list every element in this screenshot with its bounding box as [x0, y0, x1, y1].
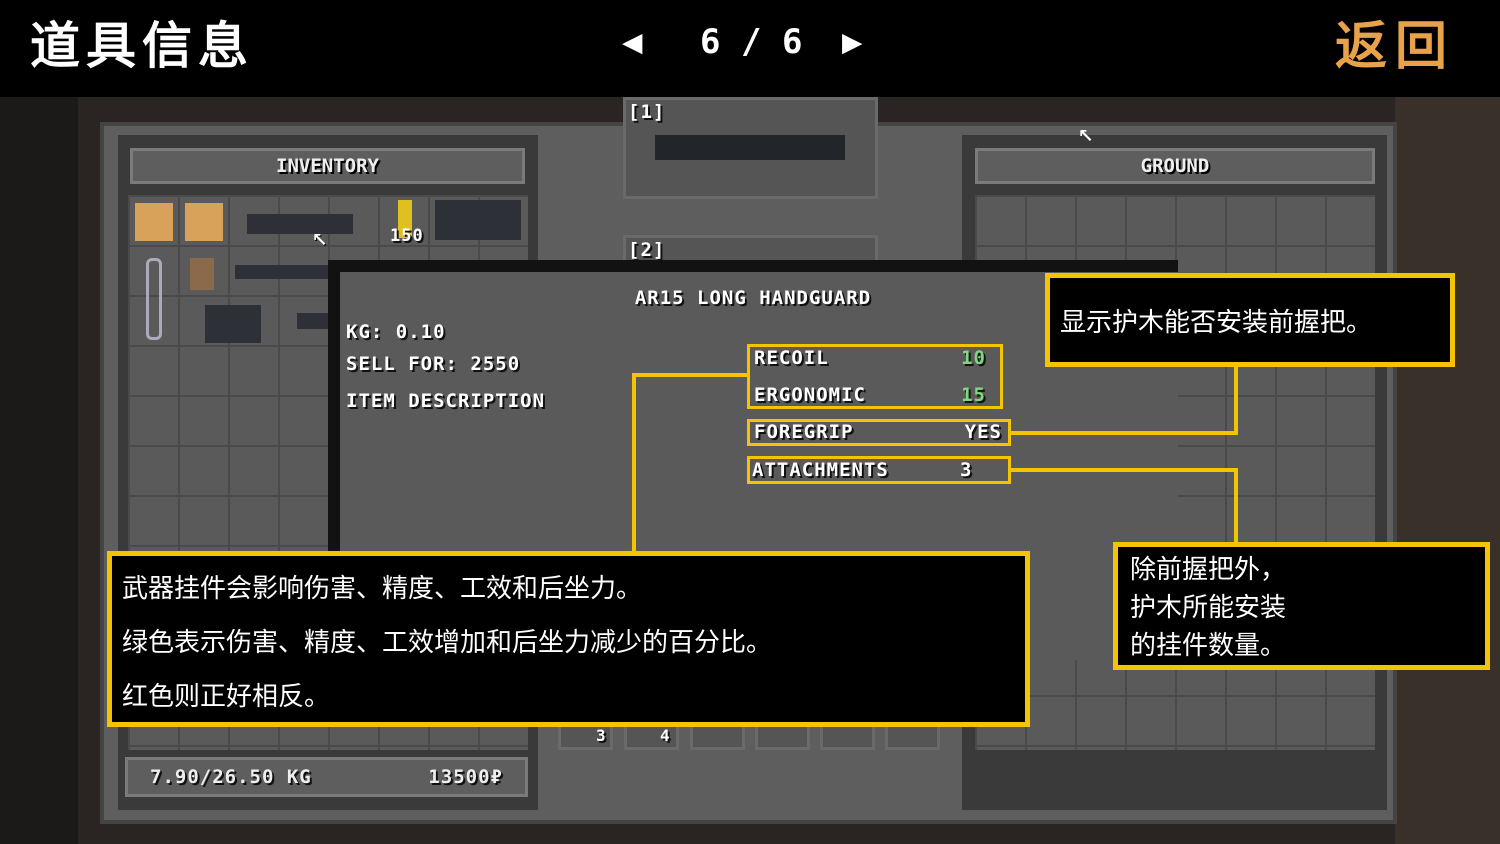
ground-header: GROUND [975, 148, 1375, 184]
barrel-item[interactable] [235, 265, 330, 279]
slot-label: [2] [628, 239, 666, 261]
back-button[interactable]: 返回 [1335, 17, 1456, 77]
grip-item[interactable] [190, 258, 214, 290]
handguard-item[interactable] [247, 214, 353, 234]
inventory-footer: 7.90/26.50 KG 13500₽ [125, 757, 528, 797]
callout-stats: 武器挂件会影响伤害、精度、工效和后坐力。 绿色表示伤害、精度、工效增加和后坐力减… [107, 551, 1030, 727]
next-page-button[interactable]: ▶ [842, 22, 863, 62]
callout-attachments: 除前握把外， 护木所能安装 的挂件数量。 [1113, 542, 1490, 670]
wrench-item[interactable] [146, 258, 162, 340]
connector-line [632, 373, 636, 553]
prev-page-button[interactable]: ◀ [622, 22, 643, 62]
stock-item[interactable] [435, 200, 521, 240]
attachments-highlight [747, 456, 1011, 484]
callout-foregrip: 显示护木能否安装前握把。 [1045, 273, 1455, 367]
page-title: 道具信息 [30, 17, 254, 75]
cursor-icon: ↖ [1078, 118, 1094, 148]
connector-line [1011, 431, 1238, 435]
stack-count: 150 [390, 226, 424, 246]
barrel-item[interactable] [297, 313, 330, 329]
bread-item[interactable] [185, 203, 223, 241]
item-name: AR15 LONG HANDGUARD [634, 287, 872, 309]
stat-attachments-label: ATTACHMENTS [752, 459, 889, 481]
sight-item[interactable] [205, 305, 261, 343]
page-indicator: 6 / 6 [700, 22, 803, 62]
connector-line [1234, 365, 1238, 435]
background-scene-right [1395, 97, 1500, 844]
weight-readout: 7.90/26.50 KG [150, 766, 312, 788]
item-weight: KG: 0.10 [346, 321, 446, 343]
money-readout: 13500₽ [428, 766, 503, 788]
connector-line [1011, 468, 1238, 472]
hotbar-count: 4 [660, 726, 671, 745]
connector-line [1234, 468, 1238, 544]
connector-line [632, 373, 748, 377]
hotbar-count: 3 [596, 726, 607, 745]
stats-highlight [747, 344, 1003, 409]
top-bar [0, 0, 1500, 97]
rifle-icon [655, 135, 845, 160]
bread-item[interactable] [135, 203, 173, 241]
background-scene-left [0, 97, 78, 844]
cursor-icon: ↖ [312, 222, 328, 252]
item-sell-price: SELL FOR: 2550 [346, 353, 521, 375]
foregrip-highlight [747, 419, 1011, 446]
slot-label: [1] [628, 101, 666, 123]
item-description-label: ITEM DESCRIPTION [346, 390, 546, 412]
bottle-item[interactable] [398, 200, 412, 238]
stat-attachments-value: 3 [960, 459, 973, 481]
inventory-header: INVENTORY [130, 148, 525, 184]
